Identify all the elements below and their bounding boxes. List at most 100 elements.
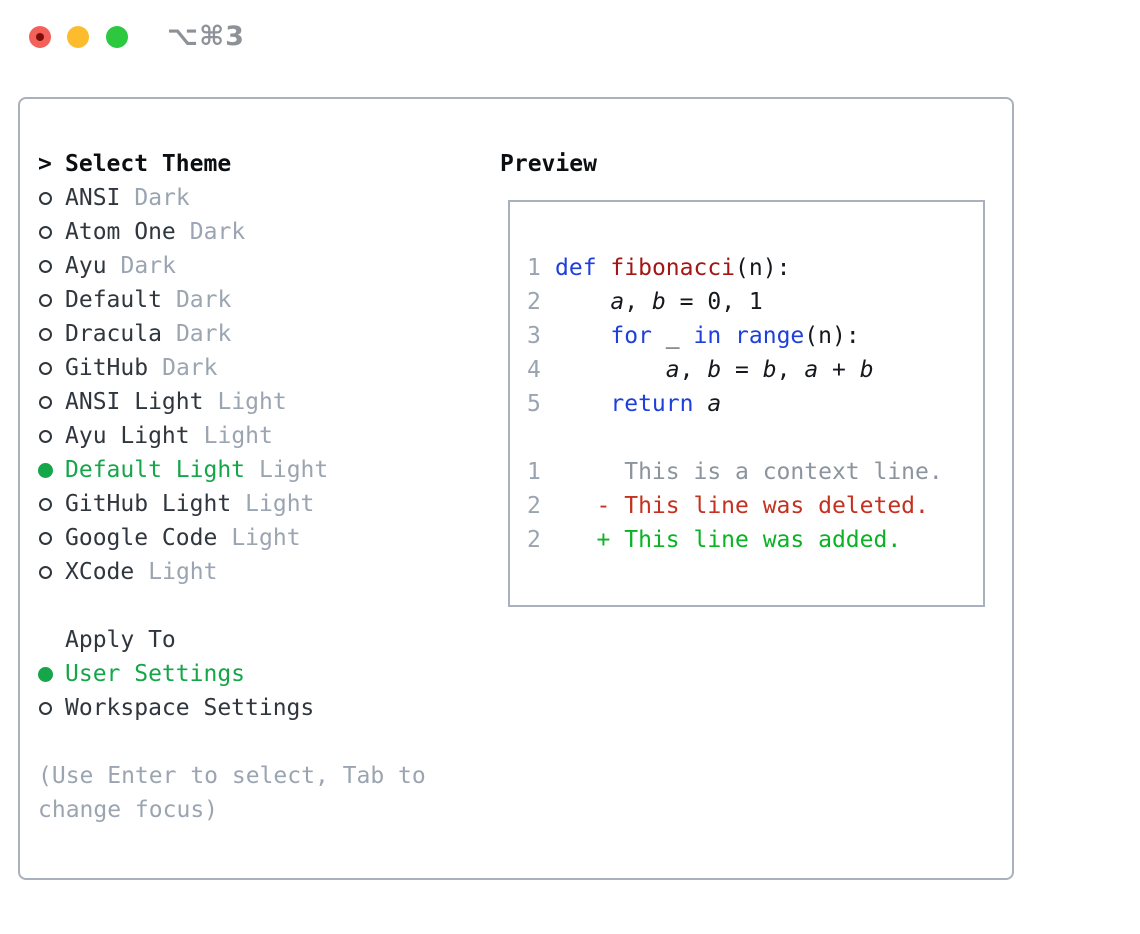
hint-text-line-2: change focus) bbox=[38, 797, 219, 823]
radio-icon bbox=[39, 701, 52, 715]
theme-name: Default bbox=[65, 287, 162, 313]
spacer bbox=[38, 589, 478, 623]
select-theme-title: Select Theme bbox=[65, 151, 232, 177]
apply-option-label: Workspace Settings bbox=[65, 695, 315, 721]
theme-option-xcode[interactable]: XCode Light bbox=[38, 555, 478, 589]
code-text: def fibonacci(n): bbox=[555, 255, 791, 281]
radio-selected-icon bbox=[38, 666, 53, 682]
line-number: 1 bbox=[527, 255, 541, 281]
apply-option-label: User Settings bbox=[65, 661, 246, 687]
radio-selected-icon bbox=[38, 462, 53, 478]
theme-name: Dracula bbox=[65, 321, 162, 347]
theme-variant: Dark bbox=[175, 287, 232, 313]
apply-to-title: Apply To bbox=[65, 627, 176, 653]
minimize-button[interactable] bbox=[67, 26, 89, 48]
titlebar: ⌥⌘3 bbox=[0, 0, 1140, 74]
code-text: a, b = 0, 1 bbox=[610, 289, 763, 315]
theme-name: Ayu Light bbox=[65, 423, 190, 449]
code-line: 3 for _ in range(n): bbox=[527, 319, 983, 353]
code-line: 4 a, b = b, a + b bbox=[527, 353, 983, 387]
theme-name: Default Light bbox=[65, 457, 246, 483]
line-number: 2 bbox=[527, 289, 541, 315]
theme-variant: Light bbox=[203, 423, 273, 449]
theme-variant: Dark bbox=[162, 355, 218, 381]
theme-variant: Light bbox=[259, 457, 329, 483]
spacer bbox=[38, 725, 478, 759]
line-number: 2 bbox=[527, 493, 541, 519]
theme-name: ANSI bbox=[65, 185, 121, 211]
code-line: 5 return a bbox=[527, 387, 983, 421]
theme-variant: Dark bbox=[134, 185, 190, 211]
theme-name: GitHub bbox=[65, 355, 149, 381]
code-line: 1 def fibonacci(n): bbox=[527, 251, 983, 285]
radio-icon bbox=[39, 259, 52, 273]
line-number: 1 bbox=[527, 459, 541, 485]
theme-variant: Dark bbox=[189, 219, 246, 245]
line-number: 5 bbox=[527, 391, 541, 417]
radio-icon bbox=[39, 565, 52, 579]
theme-option-github-dark[interactable]: GitHub Dark bbox=[38, 351, 478, 385]
prompt-icon: > bbox=[38, 151, 52, 177]
radio-icon bbox=[39, 361, 52, 375]
theme-option-github-light[interactable]: GitHub Light Light bbox=[38, 487, 478, 521]
theme-option-ayu-light[interactable]: Ayu Light Light bbox=[38, 419, 478, 453]
hint-text-line-1: (Use Enter to select, Tab to bbox=[38, 763, 426, 789]
window-shortcut: ⌥⌘3 bbox=[167, 21, 245, 52]
radio-icon bbox=[39, 293, 52, 307]
theme-variant: Light bbox=[148, 559, 218, 585]
apply-option-user-settings[interactable]: User Settings bbox=[38, 657, 478, 691]
theme-option-atom-one-dark[interactable]: Atom One Dark bbox=[38, 215, 478, 249]
theme-name: Ayu bbox=[65, 253, 107, 279]
theme-name: Atom One bbox=[65, 219, 176, 245]
radio-icon bbox=[39, 531, 52, 545]
apply-to-header: Apply To bbox=[38, 623, 478, 657]
line-number: 2 bbox=[527, 527, 541, 553]
close-button[interactable] bbox=[29, 26, 51, 48]
code-text: return a bbox=[610, 391, 722, 417]
apply-option-workspace-settings[interactable]: Workspace Settings bbox=[38, 691, 478, 725]
select-theme-header: > Select Theme bbox=[38, 147, 478, 181]
code-text: for _ in range(n): bbox=[610, 323, 860, 349]
theme-option-dracula-dark[interactable]: Dracula Dark bbox=[38, 317, 478, 351]
theme-option-default-light[interactable]: Default Light Light bbox=[38, 453, 478, 487]
line-number: 3 bbox=[527, 323, 541, 349]
theme-variant: Dark bbox=[175, 321, 232, 347]
theme-option-ansi-dark[interactable]: ANSI Dark bbox=[38, 181, 478, 215]
theme-name: XCode bbox=[65, 559, 135, 585]
code-line: 2 + This line was added. bbox=[527, 523, 983, 557]
theme-option-default-dark[interactable]: Default Dark bbox=[38, 283, 478, 317]
radio-icon bbox=[39, 327, 52, 341]
radio-icon bbox=[39, 497, 52, 511]
radio-icon bbox=[39, 191, 52, 205]
theme-option-ayu-dark[interactable]: Ayu Dark bbox=[38, 249, 478, 283]
code-text: a, b = b, a + b bbox=[665, 357, 874, 383]
code-text: - This line was deleted. bbox=[555, 493, 929, 519]
code-line bbox=[527, 421, 983, 455]
theme-option-google-code[interactable]: Google Code Light bbox=[38, 521, 478, 555]
line-number: 4 bbox=[527, 357, 541, 383]
theme-variant: Light bbox=[231, 525, 301, 551]
zoom-button[interactable] bbox=[106, 26, 128, 48]
code-line: 1 This is a context line. bbox=[527, 455, 983, 489]
radio-icon bbox=[39, 225, 52, 239]
theme-name: Google Code bbox=[65, 525, 218, 551]
theme-name: ANSI Light bbox=[65, 389, 204, 415]
theme-option-ansi-light[interactable]: ANSI Light Light bbox=[38, 385, 478, 419]
record-dot-icon bbox=[36, 33, 44, 41]
code-text: This is a context line. bbox=[555, 459, 943, 485]
code-text: + This line was added. bbox=[555, 527, 902, 553]
code-line: 2 a, b = 0, 1 bbox=[527, 285, 983, 319]
theme-variant: Dark bbox=[120, 253, 176, 279]
radio-icon bbox=[39, 395, 52, 409]
theme-variant: Light bbox=[245, 491, 315, 517]
theme-variant: Light bbox=[217, 389, 287, 415]
theme-name: GitHub Light bbox=[65, 491, 232, 517]
radio-icon bbox=[39, 429, 52, 443]
